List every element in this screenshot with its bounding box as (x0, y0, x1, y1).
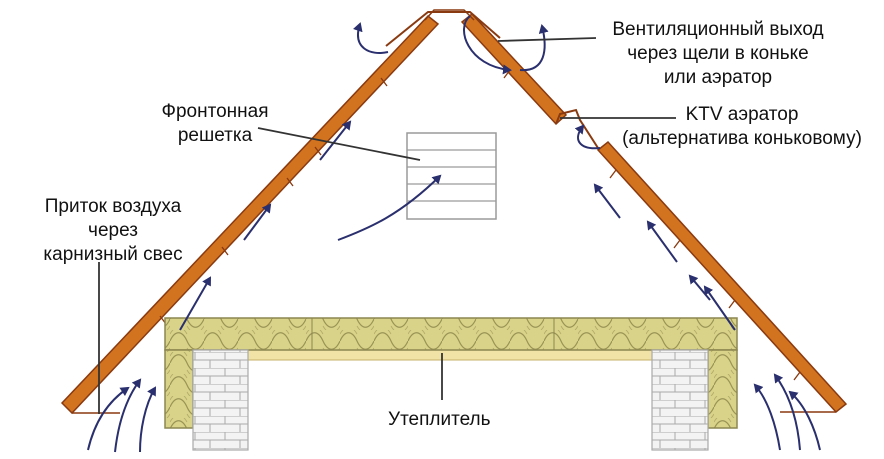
label-air-inflow-line2: через (88, 220, 138, 241)
label-vent-exit-line2: через щели в коньке (627, 43, 809, 64)
label-gable-grille-line2: решетка (177, 125, 253, 146)
left-roof-slope (60, 14, 440, 415)
label-ktv-aerator: KTV аэратор (альтернатива коньковому) (606, 103, 878, 151)
label-gable-grille: Фронтонная решетка (155, 100, 275, 148)
gable-grille (406, 132, 497, 220)
right-roof-slope-lower (596, 140, 848, 414)
label-vent-exit: Вентиляционный выход через щели в коньке… (598, 18, 838, 90)
label-ktv-aerator-line1: KTV аэратор (685, 104, 799, 125)
label-vent-exit-line3: или аэратор (663, 67, 773, 88)
label-air-inflow: Приток воздуха через карнизный свес (30, 195, 196, 267)
right-brick-wall (651, 349, 709, 451)
label-gable-grille-line1: Фронтонная (161, 101, 269, 122)
label-insulation-text: Утеплитель (388, 409, 491, 430)
label-vent-exit-line1: Вентиляционный выход (612, 19, 824, 40)
label-ktv-aerator-line2: (альтернатива коньковому) (622, 128, 862, 149)
left-brick-wall (192, 349, 249, 451)
label-insulation: Утеплитель (388, 408, 491, 432)
insulation-layer (164, 317, 738, 429)
label-air-inflow-line3: карнизный свес (43, 244, 183, 265)
leader-lines (98, 37, 676, 414)
airflow-arrows (87, 15, 821, 453)
ridge-cap (385, 9, 501, 47)
label-air-inflow-line1: Приток воздуха (44, 196, 182, 217)
ktv-aerator (555, 108, 599, 149)
right-roof-slope-upper (460, 12, 568, 126)
